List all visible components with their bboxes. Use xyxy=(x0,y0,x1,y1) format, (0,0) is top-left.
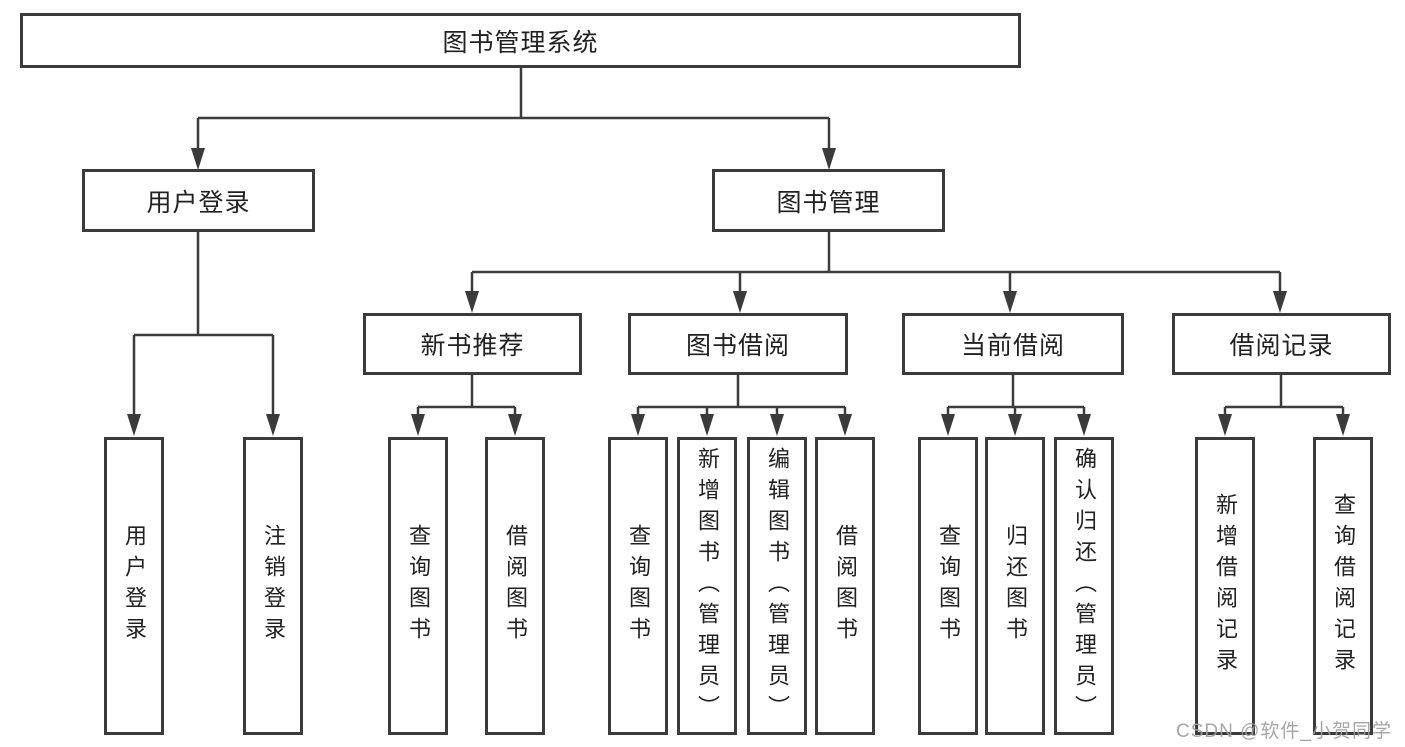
leaf-return-books-label: 归还图书 xyxy=(1003,524,1028,648)
csdn-watermark: CSDN @软件_小贺同学 xyxy=(1176,721,1392,742)
leaf-borrow-books: 借阅图书 xyxy=(815,437,875,735)
connector-user-login-to-leaves xyxy=(132,232,275,416)
leaf-add-book-admin: 新增图书（管理员） xyxy=(677,437,737,735)
node-user-login-label: 用户登录 xyxy=(146,188,251,217)
node-book-management-label: 图书管理 xyxy=(776,188,881,217)
node-current-borrowing-label: 当前借阅 xyxy=(960,332,1065,360)
leaf-query-books-current-label: 查询图书 xyxy=(936,524,961,648)
node-new-book-recommend-label: 新书推荐 xyxy=(420,332,525,360)
leaf-user-login-label: 用户登录 xyxy=(122,524,147,648)
node-borrowing-records: 借阅记录 xyxy=(1172,313,1391,375)
leaf-borrow-books-label: 借阅图书 xyxy=(833,524,858,648)
leaf-query-books-borrow-label: 查询图书 xyxy=(626,524,651,648)
node-new-book-recommend: 新书推荐 xyxy=(363,313,582,375)
node-root-label: 图书管理系统 xyxy=(442,28,599,57)
leaf-edit-book-admin: 编辑图书（管理员） xyxy=(747,437,807,735)
node-book-borrowing: 图书借阅 xyxy=(628,313,848,375)
connector-book-mgmt-to-level3 xyxy=(470,232,1282,293)
leaf-query-books-recommend: 查询图书 xyxy=(388,437,448,735)
connector-current-borrow-to-leaves xyxy=(946,375,1086,416)
leaf-add-book-admin-label: 新增图书（管理员） xyxy=(695,446,720,726)
connector-borrow-records-to-leaves xyxy=(1223,375,1345,416)
arrowheads xyxy=(127,148,1350,436)
connector-new-books-to-leaves xyxy=(416,375,517,416)
leaf-logout: 注销登录 xyxy=(243,437,303,735)
node-current-borrowing: 当前借阅 xyxy=(902,313,1124,375)
leaf-edit-book-admin-label: 编辑图书（管理员） xyxy=(765,446,790,726)
leaf-logout-label: 注销登录 xyxy=(261,524,286,648)
leaf-query-books-current: 查询图书 xyxy=(918,437,978,735)
leaf-confirm-return-admin-label: 确认归还（管理员） xyxy=(1072,446,1097,726)
node-book-borrowing-label: 图书借阅 xyxy=(685,332,790,360)
leaf-add-borrow-record: 新增借阅记录 xyxy=(1195,437,1255,735)
node-borrowing-records-label: 借阅记录 xyxy=(1229,332,1334,360)
leaf-borrow-books-recommend-label: 借阅图书 xyxy=(503,524,528,648)
leaf-add-borrow-record-label: 新增借阅记录 xyxy=(1213,493,1238,679)
connector-root-to-level2 xyxy=(196,68,831,150)
leaf-confirm-return-admin: 确认归还（管理员） xyxy=(1054,437,1114,735)
leaf-query-books-borrow: 查询图书 xyxy=(608,437,668,735)
leaf-return-books: 归还图书 xyxy=(985,437,1045,735)
leaf-query-books-recommend-label: 查询图书 xyxy=(406,524,431,648)
node-book-management: 图书管理 xyxy=(712,169,945,232)
leaf-query-borrow-record-label: 查询借阅记录 xyxy=(1331,493,1356,679)
leaf-user-login: 用户登录 xyxy=(104,437,164,735)
node-user-login: 用户登录 xyxy=(82,169,315,232)
leaf-borrow-books-recommend: 借阅图书 xyxy=(485,437,545,735)
leaf-query-borrow-record: 查询借阅记录 xyxy=(1313,437,1373,735)
node-root: 图书管理系统 xyxy=(20,13,1021,68)
connector-book-borrow-to-leaves xyxy=(636,375,847,416)
